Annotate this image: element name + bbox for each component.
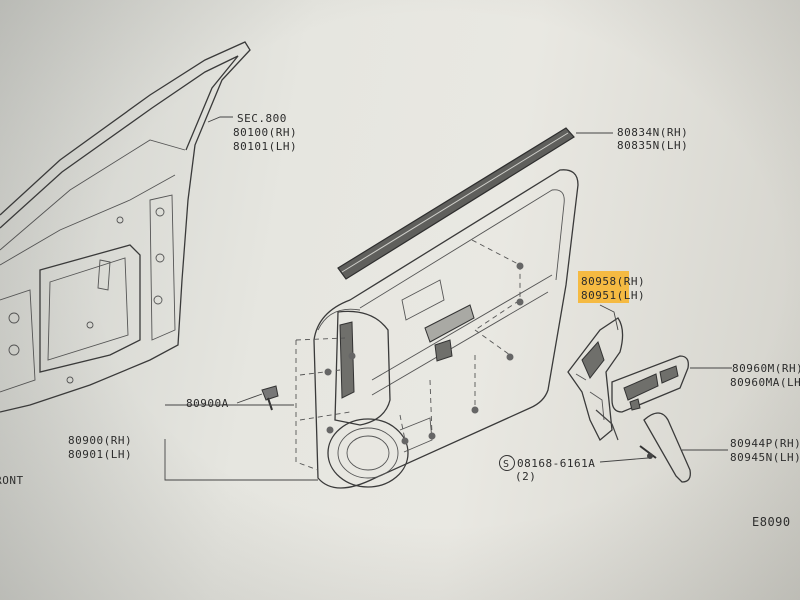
label-sec-ref: SEC.800: [237, 112, 287, 125]
callout-labels: SEC.800 80100(RH) 80101(LH) 80834N(RH) 8…: [0, 112, 800, 529]
door-trim-panel: [313, 169, 579, 489]
screw-symbol-letter: S: [503, 459, 510, 470]
label-screw: 08168-6161A: [517, 457, 595, 470]
label-trim-rh: 80900(RH): [68, 434, 132, 447]
trim-clip: [261, 385, 279, 411]
label-screw-qty: (2): [515, 470, 536, 483]
armrest-pad: [643, 412, 691, 483]
belt-moulding: [337, 127, 575, 280]
door-handle-bracket: [567, 317, 657, 459]
screw-symbol-circle: [499, 455, 515, 471]
label-door-rh: 80100(RH): [233, 126, 297, 139]
label-highlighted-rh: 80958(RH): [581, 275, 645, 288]
label-finisher-rh: 80960M(RH): [732, 362, 800, 375]
label-pad-lh: 80945N(LH): [730, 451, 800, 464]
label-front: FRONT: [0, 474, 24, 487]
power-window-switch-finisher: [611, 355, 689, 413]
label-trim-lh: 80901(LH): [68, 448, 132, 461]
label-highlighted-lh: 80951(LH): [581, 289, 645, 302]
label-seal-rh: 80834N(RH): [617, 126, 688, 139]
label-clip: 80900A: [186, 397, 229, 410]
door-frame: [0, 41, 251, 413]
label-drawing-number: E8090: [752, 515, 791, 529]
label-seal-lh: 80835N(LH): [617, 139, 688, 152]
label-pad-rh: 80944P(RH): [730, 437, 800, 450]
leader-lines: [164, 116, 732, 481]
highlighter-mark: [578, 271, 629, 303]
clip-position-lines: [295, 239, 524, 471]
label-finisher-lh: 80960MA(LH): [730, 376, 800, 389]
label-door-lh: 80101(LH): [233, 140, 297, 153]
